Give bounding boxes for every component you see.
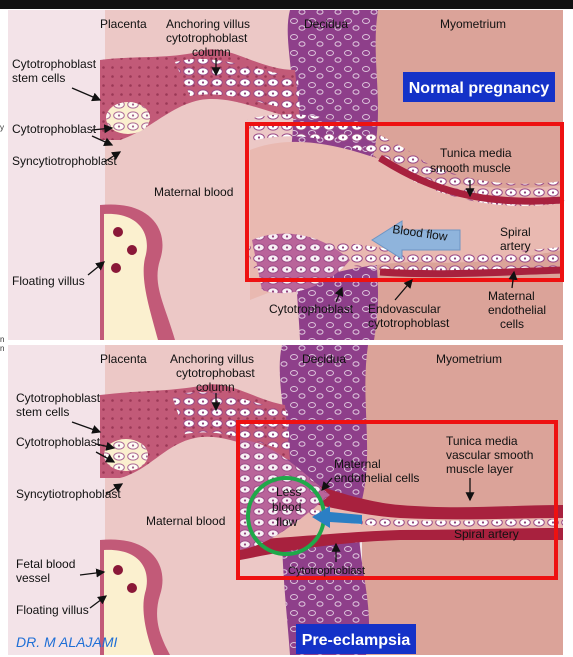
label-tunica-3: muscle layer [446,462,513,476]
label-stem-cells-2: stem cells [12,71,65,85]
label-cytotrophoblast-cut: Cytotrophoblast [288,565,365,577]
label-stem-cells-1: Cytotrophoblast [16,391,101,405]
label-maternal-endo-1: Maternal [488,289,535,303]
author-watermark: DR. M ALAJAMI [16,634,117,650]
label-endovascular-1: Endovascular [368,302,441,316]
label-anchoring-1: Anchoring villus [170,352,254,366]
label-tunica-2: smooth muscle [430,161,511,175]
label-anchoring-2: cytotrophobast [176,366,255,380]
label-anchoring-3: column [196,380,235,394]
label-stem-cells-2: stem cells [16,405,69,419]
top-panel: Normal pregnancy Placenta Anchoring vill… [8,10,563,340]
badge-text: Pre-eclampsia [302,632,411,649]
label-fetal-vessel-2: vessel [16,571,50,585]
bottom-panel: Placenta Anchoring villus cytotrophobast… [8,345,563,655]
label-cytotrophoblast: Cytotrophoblast [12,122,97,136]
label-maternal-endo-2: endothelial [488,303,546,317]
label-tunica-1: Tunica media [440,146,512,160]
label-placenta: Placenta [100,17,147,31]
label-tunica-2: vascular smooth [446,448,533,462]
label-spiral-1: Spiral [500,225,531,239]
label-less-flow-1: Less [276,485,301,499]
label-spiral-artery: Spiral artery [454,527,519,541]
badge-text: Normal pregnancy [409,80,550,97]
margin-fragment: n [0,344,4,353]
margin-fragment: y [0,123,4,132]
label-less-flow-3: flow [276,515,298,529]
label-syncytio: Syncytiotrophoblast [16,487,121,501]
label-less-flow-2: blood [272,500,301,514]
label-myometrium: Myometrium [440,17,506,31]
label-anchoring-2: cytotrophoblast [166,31,248,45]
artery-wall-bottom [380,270,563,274]
label-stem-cells-1: Cytotrophoblast [12,57,97,71]
margin-fragment: n [0,335,4,344]
label-maternal-blood: Maternal blood [154,185,233,199]
label-endovascular-2: cytotrophoblast [368,316,450,330]
label-placenta: Placenta [100,352,147,366]
label-myometrium: Myometrium [436,352,502,366]
label-floating-villus: Floating villus [12,274,85,288]
label-floating-villus: Floating villus [16,603,89,617]
label-maternal-endo-3: cells [500,317,524,331]
label-decidua: Decidua [304,17,348,31]
myometrium-layer [362,345,563,655]
label-anchoring-3: column [192,45,231,59]
top-black-bar [0,0,573,9]
label-cytotrophoblast: Cytotrophoblast [16,435,101,449]
label-maternal-endo-1: Maternal [334,457,381,471]
label-maternal-blood: Maternal blood [146,514,225,528]
label-anchoring-1: Anchoring villus [166,17,250,31]
label-fetal-vessel-1: Fetal blood [16,557,75,571]
label-spiral-2: artery [500,239,531,253]
label-syncytio: Syncytiotrophoblast [12,154,117,168]
label-maternal-endo-2: endothelial cells [334,471,419,485]
label-tunica-1: Tunica media [446,434,518,448]
label-cytotrophoblast-bottom: Cytotrophoblast [269,302,354,316]
label-decidua: Decidua [302,352,346,366]
